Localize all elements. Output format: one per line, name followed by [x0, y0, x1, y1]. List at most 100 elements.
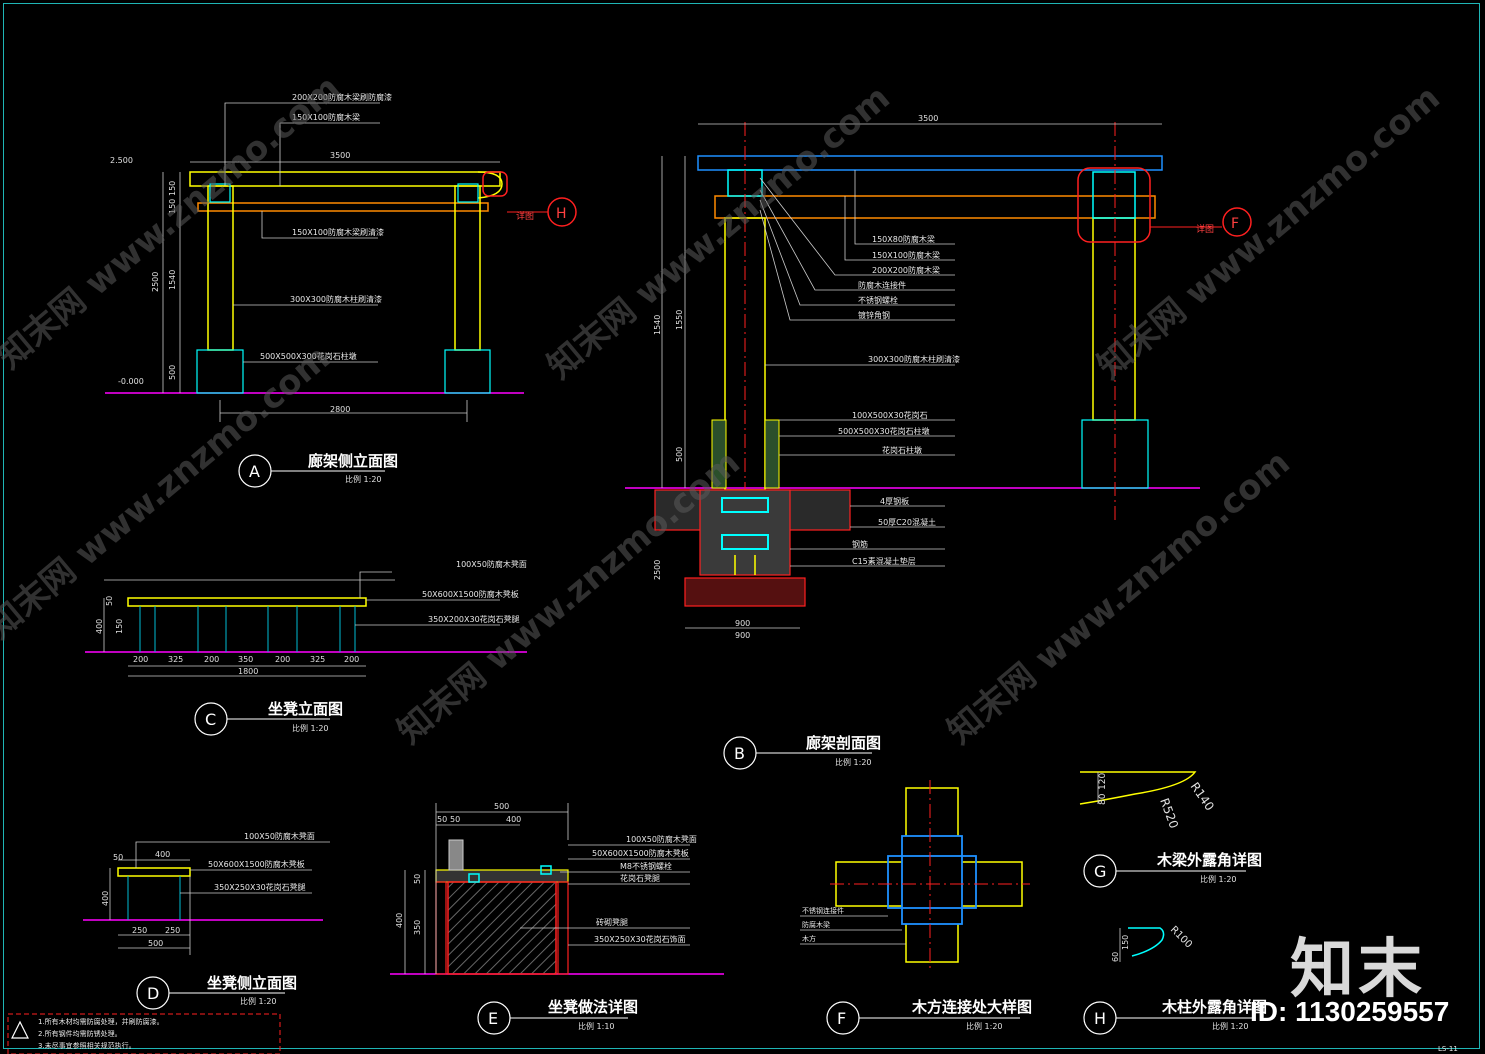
- dim-b-col: 1540: [653, 315, 662, 335]
- title-d: 坐凳侧立面图: [207, 974, 297, 992]
- scale-a: 比例 1:20: [345, 474, 382, 484]
- note-e-0: 100X50防腐木凳面: [626, 834, 697, 844]
- drawing-h-column-corner: 60 150 R100 H 木柱外露角详图 比例 1:20: [1083, 924, 1267, 1035]
- dim-c-1: 325: [168, 655, 183, 664]
- dim-c-3: 350: [238, 655, 253, 664]
- title-b: 廊架剖面图: [806, 734, 881, 752]
- drawing-c-bench-elevation: 200 325 200 350 200 325 200 50 150 400 1…: [85, 559, 527, 736]
- note-d-2: 350X250X30花岗石凳腿: [214, 882, 306, 892]
- drawing-e-bench-detail: 500 50 50 400 50 400 350 100X50防腐木凳面 50X…: [390, 802, 724, 1035]
- note-b-9: 花岗石柱墩: [882, 445, 922, 455]
- callout-a-mark: H: [556, 206, 567, 222]
- dim-e-2: 50: [450, 815, 460, 824]
- dim-d-4: 250: [165, 926, 180, 935]
- note-f-1: 防腐木梁: [802, 920, 830, 929]
- note-b-7: 100X500X30花岗石: [852, 410, 928, 420]
- note-b-5: 镀锌角钢: [858, 310, 890, 320]
- mark-h: H: [1094, 1009, 1106, 1028]
- callout-b-label: 详图: [1196, 223, 1214, 235]
- dim-h-0: 60: [1111, 952, 1120, 962]
- mark-g: G: [1094, 862, 1106, 881]
- note-d-1: 50X600X1500防腐木凳板: [208, 859, 305, 869]
- note-b-3: 防腐木连接件: [858, 280, 906, 290]
- brand-logo-text: 知末: [1290, 933, 1426, 1007]
- mark-b: B: [734, 744, 745, 763]
- dim-b-width: 3500: [918, 114, 938, 123]
- drawing-g-beam-corner: 80 120 R520 R140 G 木梁外露角详图 比例 1:20: [1079, 771, 1262, 888]
- mark-a: A: [249, 462, 260, 481]
- note-b-13: C15素混凝土垫层: [852, 556, 916, 566]
- title-h: 木柱外露角详图: [1161, 998, 1267, 1016]
- note-a-3: 300X300防腐木柱刷清漆: [290, 294, 382, 304]
- note-e-1: 50X600X1500防腐木凳板: [592, 848, 689, 858]
- note-c-0: 100X50防腐木凳面: [456, 559, 527, 569]
- level-a-ground: -0.000: [118, 377, 144, 386]
- note-c-1: 50X600X1500防腐木凳板: [422, 589, 519, 599]
- title-e: 坐凳做法详图: [548, 998, 638, 1016]
- scale-g: 比例 1:20: [1200, 874, 1237, 884]
- dim-c-10: 1800: [238, 667, 258, 676]
- dim-e-5: 400: [395, 913, 404, 928]
- drawing-d-bench-side: 400 50 400 250 250 500 100X50防腐木凳面 50X60…: [83, 831, 330, 1010]
- dim-d-0: 400: [155, 850, 170, 859]
- level-a-top: 2.500: [110, 156, 133, 165]
- dim-c-9: 400: [95, 619, 104, 634]
- dim-c-5: 325: [310, 655, 325, 664]
- dim-a-col: 1540: [168, 270, 177, 290]
- dim-a-beam2: 150: [168, 199, 177, 214]
- note-a-2: 150X100防腐木梁刷清漆: [292, 227, 384, 237]
- mark-e: E: [488, 1009, 498, 1028]
- scale-h: 比例 1:20: [1212, 1021, 1249, 1031]
- note-f-0: 不锈钢连接件: [802, 906, 844, 915]
- dim-h-1: 150: [1121, 935, 1130, 950]
- dim-e-3: 400: [506, 815, 521, 824]
- image-id-label: ID: 1130259557: [1250, 996, 1450, 1027]
- dim-b-base: 500: [675, 447, 684, 462]
- note-b-8: 500X500X30花岗石柱墩: [838, 426, 930, 436]
- dim-e-0: 500: [494, 802, 509, 811]
- drawing-f-connection-detail: 不锈钢连接件 防腐木梁 木方 F 木方连接处大样图 比例 1:20: [800, 780, 1032, 1035]
- title-f: 木方连接处大样图: [911, 998, 1032, 1016]
- dim-d-2: 400: [101, 891, 110, 906]
- dim-a-base: 500: [168, 365, 177, 380]
- dim-a-height: 2500: [151, 272, 160, 292]
- dim-c-6: 200: [344, 655, 359, 664]
- scale-f: 比例 1:20: [966, 1021, 1003, 1031]
- callout-b-mark: F: [1231, 216, 1239, 232]
- watermark-6: 知末网 www.znzmo.com: [940, 443, 1298, 752]
- mark-d: D: [147, 984, 159, 1003]
- dim-e-4: 50: [413, 874, 422, 884]
- note-a-1: 150X100防腐木梁: [292, 112, 360, 122]
- dim-b-footing2: 900: [735, 631, 750, 640]
- dim-g-0: 80: [1098, 793, 1108, 805]
- note-e-2: M8不锈钢螺栓: [620, 861, 672, 871]
- note-line-1: 2.所有钢件均需防锈处理。: [38, 1029, 122, 1038]
- dim-e-6: 350: [413, 920, 422, 935]
- dim-c-2: 200: [204, 655, 219, 664]
- scale-b: 比例 1:20: [835, 757, 872, 767]
- dim-d-5: 500: [148, 939, 163, 948]
- title-a: 廊架侧立面图: [308, 452, 398, 470]
- dim-c-4: 200: [275, 655, 290, 664]
- dim-g-2: R520: [1157, 796, 1181, 830]
- drawing-frame: [3, 3, 1480, 1049]
- dim-e-1: 50: [437, 815, 447, 824]
- note-b-1: 150X100防腐木梁: [872, 250, 940, 260]
- watermark-2: 知末网 www.znzmo.com: [0, 338, 338, 647]
- note-b-2: 200X200防腐木梁: [872, 265, 940, 275]
- note-b-6: 300X300防腐木柱刷清漆: [868, 354, 960, 364]
- note-c-2: 350X200X30花岗石凳腿: [428, 614, 520, 624]
- dim-c-7: 50: [105, 596, 114, 606]
- drawing-a-side-elevation: H 详图 3500 2800 2500 150 150 1540 500 2.5…: [105, 92, 577, 488]
- dim-d-1: 50: [113, 853, 123, 862]
- dim-g-3: R140: [1188, 780, 1217, 814]
- callout-a-label: 详图: [516, 210, 534, 222]
- dim-g-1: 120: [1098, 773, 1108, 790]
- note-e-4: 砖砌凳腿: [596, 917, 628, 927]
- note-d-0: 100X50防腐木凳面: [244, 831, 315, 841]
- drawing-b-section: F 详图 3500 1540 1550 500 2500 900 900 150…: [625, 114, 1252, 770]
- note-b-0: 150X80防腐木梁: [872, 234, 935, 244]
- dim-b-found: 2500: [653, 560, 662, 580]
- note-line-2: 3.未尽事宜参照相关规范执行。: [38, 1041, 136, 1050]
